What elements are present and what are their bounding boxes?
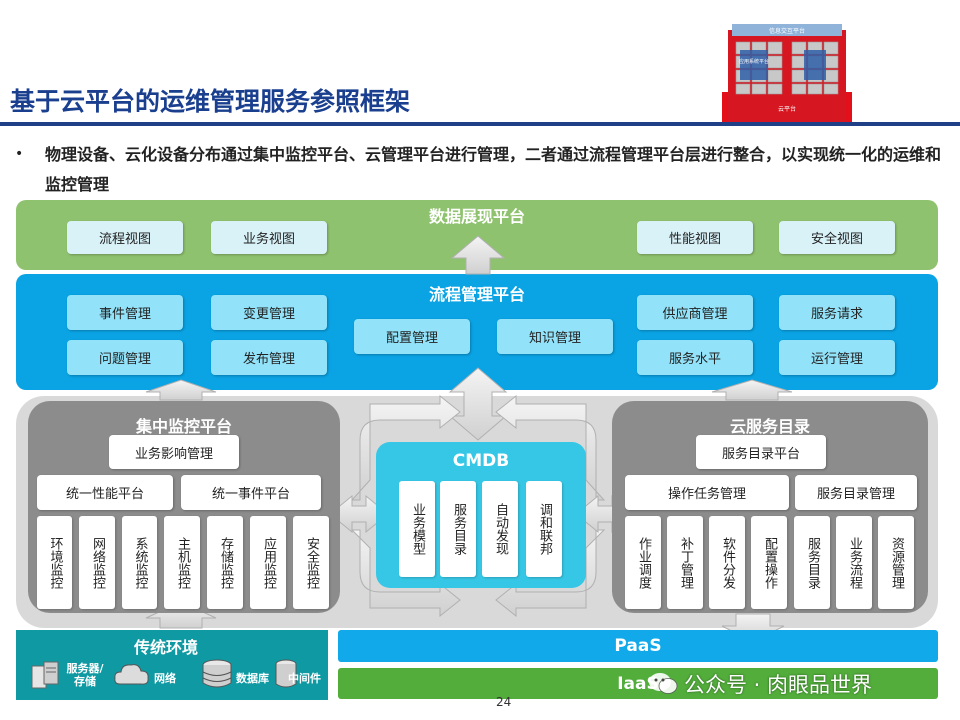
database-label: 数据库	[236, 672, 269, 685]
operation-task-management: 操作任务管理	[625, 475, 789, 510]
server-storage-label: 服务器/存储	[66, 662, 104, 688]
business-impact-management: 业务影响管理	[109, 435, 239, 469]
cmdb-ring-frame	[350, 394, 461, 501]
network-cloud-icon	[114, 664, 149, 685]
cmdb-auto-discovery: 自动发现	[482, 481, 518, 577]
catalog-service-catalog: 服务目录	[794, 516, 830, 609]
catalog-software-distribution: 软件分发	[709, 516, 745, 609]
page-title: 基于云平台的运维管理服务参照框架	[10, 87, 411, 116]
catalog-config-operation: 配置操作	[751, 516, 787, 609]
paas-bar: PaaS	[338, 630, 938, 662]
monitor-network: 网络监控	[79, 516, 115, 609]
thumbnail-left-block	[740, 50, 768, 80]
problem-management: 问题管理	[67, 340, 183, 375]
arrow-up-process-to-data	[450, 235, 506, 275]
operations-management: 运行管理	[779, 340, 895, 375]
unified-performance-platform: 统一性能平台	[37, 475, 173, 510]
thumbnail-diagram: 信息交互平台 应用系统平台 云平台	[722, 24, 852, 122]
change-management: 变更管理	[211, 295, 327, 330]
page-number: 24	[496, 695, 512, 709]
configuration-management: 配置管理	[354, 319, 470, 354]
catalog-job-scheduling: 作业调度	[625, 516, 661, 609]
catalog-resource-management: 资源管理	[878, 516, 914, 609]
thumbnail-top-bar	[732, 24, 842, 36]
catalog-patch-management: 补丁管理	[667, 516, 703, 609]
cmdb-business-model: 业务模型	[399, 481, 435, 577]
monitor-security: 安全监控	[293, 516, 329, 609]
title-rule	[0, 122, 960, 126]
service-catalog-platform: 服务目录平台	[696, 435, 826, 469]
process-platform-title: 流程管理平台	[428, 285, 525, 304]
release-management: 发布管理	[211, 340, 327, 375]
cmdb-title: CMDB	[452, 451, 510, 471]
monitor-host: 主机监控	[164, 516, 200, 609]
unified-event-platform: 统一事件平台	[181, 475, 321, 510]
cloud-catalog-panel: 云服务目录 服务目录平台 操作任务管理 服务目录管理 作业调度 补丁管理 软件分…	[612, 401, 928, 613]
view-performance: 性能视图	[637, 221, 753, 254]
bullet-icon: •	[15, 146, 24, 162]
service-level: 服务水平	[637, 340, 753, 375]
view-security: 安全视图	[779, 221, 895, 254]
watermark-text: 公众号 · 肉眼品世界	[684, 673, 873, 697]
service-catalog-management: 服务目录管理	[795, 475, 917, 510]
database-icon	[202, 659, 232, 688]
arrow-up-catalog-to-process	[711, 379, 793, 401]
service-request: 服务请求	[779, 295, 895, 330]
monitor-platform-panel: 集中监控平台 业务影响管理 统一性能平台 统一事件平台 环境监控 网络监控 系统…	[28, 401, 340, 613]
bullet-text: 物理设备、云化设备分布通过集中监控平台、云管理平台进行管理，二者通过流程管理平台…	[45, 145, 942, 194]
knowledge-management: 知识管理	[497, 319, 613, 354]
traditional-environment-panel: 传统环境 服务器/存储 网络 数据库 中间件	[16, 630, 328, 700]
monitor-application: 应用监控	[250, 516, 286, 609]
thumbnail-bottom-label: 云平台	[778, 105, 796, 113]
monitor-storage: 存储监控	[207, 516, 243, 609]
arrow-up-monitor-to-process	[145, 379, 217, 401]
catalog-business-process: 业务流程	[836, 516, 872, 609]
traditional-environment-title: 传统环境	[134, 638, 199, 657]
arrow-updown-process-cmdb	[448, 367, 508, 441]
monitor-platform-title: 集中监控平台	[135, 417, 232, 436]
cmdb-service-catalog: 服务目录	[440, 481, 476, 577]
event-management: 事件管理	[67, 295, 183, 330]
wechat-icon	[649, 673, 678, 694]
data-platform-title: 数据展现平台	[428, 207, 525, 226]
monitor-environment: 环境监控	[37, 516, 72, 609]
paas-label: PaaS	[614, 636, 662, 656]
cmdb-reconciliation-federation: 调和联邦	[526, 481, 562, 577]
server-icon	[31, 661, 59, 689]
view-business: 业务视图	[211, 221, 327, 254]
monitor-system: 系统监控	[122, 516, 157, 609]
cmdb-panel: CMDB 业务模型 服务目录 自动发现 调和联邦	[376, 442, 586, 588]
supplier-management: 供应商管理	[637, 295, 753, 330]
view-flow: 流程视图	[67, 221, 183, 254]
thumbnail-top-label: 信息交互平台	[769, 27, 805, 35]
network-label: 网络	[154, 672, 176, 685]
watermark: 公众号 · 肉眼品世界	[648, 668, 872, 700]
middleware-icon	[275, 659, 297, 688]
iaas-bar: IaaS	[338, 668, 938, 699]
middleware-label: 中间件	[288, 672, 321, 685]
iaas-label: IaaS	[617, 673, 659, 694]
thumbnail-left-label: 应用系统平台	[739, 58, 769, 65]
cloud-catalog-title: 云服务目录	[729, 417, 810, 436]
